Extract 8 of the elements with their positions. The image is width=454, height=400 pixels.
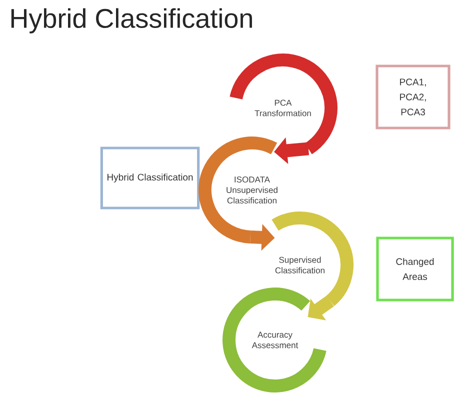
step-label: ISODATA Unsupervised Classification [226,176,278,204]
text-box: PCA1, PCA2, PCA3 [376,64,450,130]
text-box: Hybrid Classification [100,146,200,210]
text-box: Changed Areas [376,236,454,302]
step-label: PCA Transformation [254,100,311,116]
title: Hybrid Classification [11,8,252,34]
step-label: Accuracy Assessment [252,332,298,348]
step-label: Supervised Classification [275,256,324,274]
